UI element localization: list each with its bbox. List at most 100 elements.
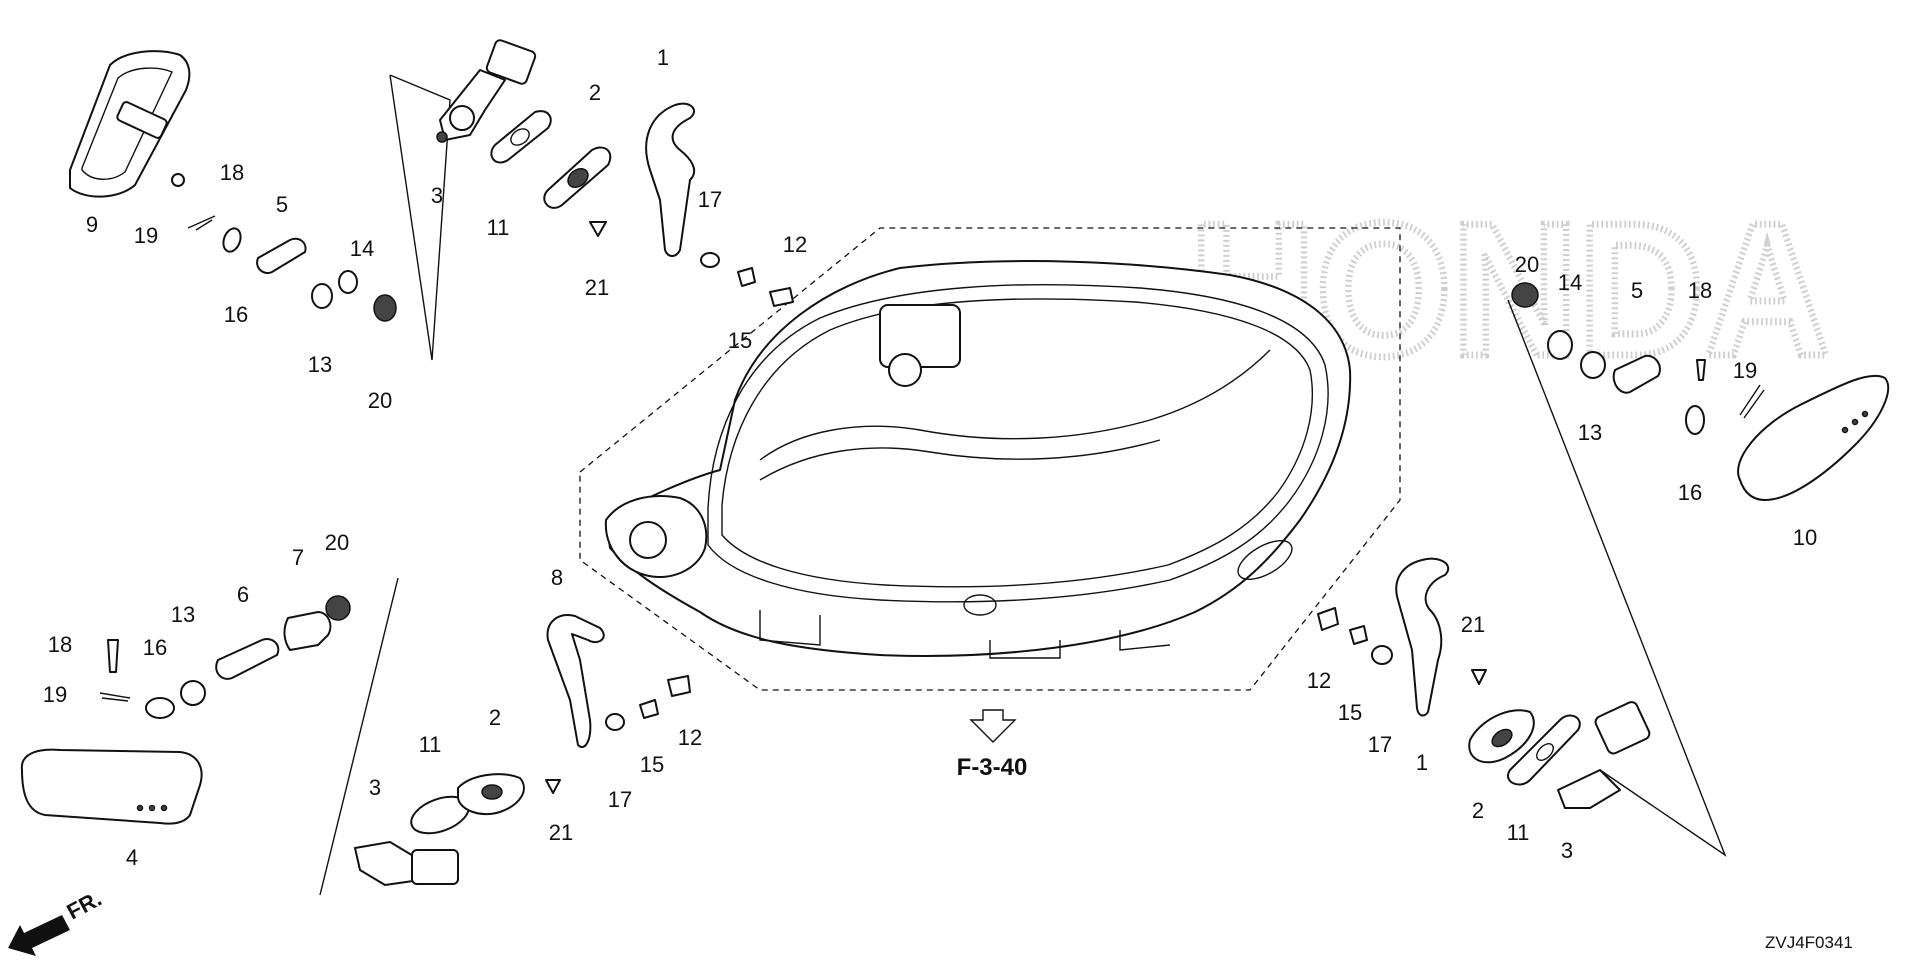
part-19-cotter-upper-left	[187, 215, 216, 231]
part-20-seal-lower-left	[325, 595, 351, 621]
part-14-washer-upper-left	[338, 270, 358, 294]
part-15-clip-lower-center	[639, 699, 659, 719]
part-10-handle	[1737, 374, 1890, 501]
part-2-boss-lower-left	[481, 784, 503, 800]
callout-8: 8	[551, 565, 563, 590]
part-3-latch-box-right	[1594, 701, 1651, 755]
callout-16-upper-left: 16	[224, 302, 248, 327]
cover-dashed-boundary	[579, 227, 1401, 691]
callout-9: 9	[86, 212, 98, 237]
part-17-washer-upper	[700, 252, 720, 268]
callout-14-upper-left: 14	[350, 236, 374, 261]
part-4-dot-3	[160, 804, 168, 812]
callout-11-right: 11	[1507, 820, 1530, 845]
part-1-hook-upper	[645, 102, 696, 257]
part-3-pin	[436, 131, 448, 143]
part-2-boss-right	[1491, 728, 1513, 748]
part-19-cotter-right	[1739, 384, 1765, 419]
part-3-latch-lower-left	[354, 841, 421, 886]
part-7-collar	[283, 611, 332, 651]
part-4-dot-1	[136, 804, 144, 812]
cover-vent-left	[963, 594, 997, 616]
part-10-dot-3	[1861, 410, 1869, 418]
cover-inner-rim-2	[721, 298, 1313, 588]
part-10-dot-1	[1841, 426, 1849, 434]
part-3-roller	[449, 105, 475, 131]
callout-11-upper-left: 11	[487, 215, 510, 240]
callout-21-lower-left: 21	[549, 820, 573, 845]
guide-line-upper-left	[389, 74, 451, 361]
callout-21-right: 21	[1461, 612, 1485, 637]
callout-2-right: 2	[1472, 798, 1484, 823]
front-arrow-icon	[8, 915, 70, 956]
callout-2-lower-left: 2	[489, 705, 501, 730]
part-19-cotter-lower-left	[99, 692, 131, 702]
callout-2-upper-left: 2	[589, 80, 601, 105]
callout-3-upper-left: 3	[431, 183, 443, 208]
part-12-bolt-right	[1317, 607, 1339, 631]
callout-15-lower-center: 15	[640, 752, 664, 777]
part-18-pin-lower-left	[107, 639, 119, 673]
callout-16-right: 16	[1678, 480, 1702, 505]
front-label: FR.	[63, 886, 106, 925]
callout-20-right: 20	[1515, 252, 1539, 277]
callout-11-lower-left: 11	[419, 732, 442, 757]
part-16-washer-upper-left	[222, 227, 242, 253]
part-21-screw-upper	[589, 221, 607, 237]
part-9-tab	[116, 101, 168, 139]
callout-19-right: 19	[1733, 358, 1757, 383]
callout-7: 7	[292, 545, 304, 570]
callout-12-upper: 12	[783, 232, 807, 257]
guide-line-right	[1507, 299, 1727, 857]
reference-label: F-3-40	[957, 754, 1028, 781]
part-18-pin-upper-left	[171, 173, 185, 187]
callout-3-right: 3	[1561, 838, 1573, 863]
part-13-washer-right	[1580, 351, 1606, 379]
part-16-washer-right	[1685, 405, 1705, 435]
part-11-hole-right	[1536, 743, 1554, 761]
callout-16-lower-left: 16	[143, 635, 167, 660]
part-2-boss	[567, 167, 589, 189]
part-3-latch-right	[1557, 769, 1621, 809]
part-16-washer-lower-left	[145, 697, 175, 719]
part-15-clip-upper	[737, 267, 756, 287]
part-3-latch-body	[485, 39, 537, 85]
callout-6: 6	[237, 582, 249, 607]
cover-latch-box	[879, 304, 961, 368]
lower-left-assembly: 18 19 16 13 6 7 20 4 3 11 2 21 8 17 15 1…	[8, 530, 702, 956]
callout-4: 4	[126, 845, 138, 870]
front-marker: FR.	[8, 886, 106, 956]
callout-18-right: 18	[1688, 278, 1712, 303]
cover-inner-rim	[707, 283, 1329, 603]
guide-line-lower-left	[319, 577, 399, 896]
part-1-hook-right	[1395, 557, 1450, 717]
cover-vent-right	[1237, 540, 1293, 580]
cover-bottom-mounts	[759, 610, 1171, 659]
callout-17-right: 17	[1368, 732, 1392, 757]
upper-left-assembly: 1 2 3 11 21 17 15 12 9 18 19 5 16 14 13 …	[69, 39, 807, 413]
part-18-pin-right	[1696, 359, 1706, 381]
diagram-code: ZVJ4F0341	[1765, 933, 1853, 952]
part-13-washer-lower-left	[180, 680, 206, 706]
callout-12-lower-center: 12	[678, 725, 702, 750]
part-14-washer-right	[1547, 330, 1573, 360]
part-8-hook	[546, 614, 605, 748]
callout-15-right: 15	[1338, 700, 1362, 725]
callout-17-lower-center: 17	[608, 787, 632, 812]
part-11-gasket-right	[1507, 714, 1581, 786]
callout-14-right: 14	[1558, 270, 1582, 295]
part-5-shaft-right	[1612, 354, 1661, 394]
part-15-clip-right	[1349, 625, 1368, 645]
part-10-dot-2	[1851, 418, 1859, 426]
callout-18-lower-left: 18	[48, 632, 72, 657]
part-3-latch-box-lower-left	[411, 849, 459, 885]
callout-17-upper: 17	[698, 187, 722, 212]
callout-1-right: 1	[1416, 750, 1428, 775]
callout-18-upper-left: 18	[220, 160, 244, 185]
callout-19-lower-left: 19	[43, 682, 67, 707]
part-11-hole	[510, 128, 530, 146]
part-12-bolt-upper	[769, 287, 794, 307]
down-arrow-icon	[969, 709, 1017, 743]
part-5-shaft-upper-left	[256, 237, 307, 274]
